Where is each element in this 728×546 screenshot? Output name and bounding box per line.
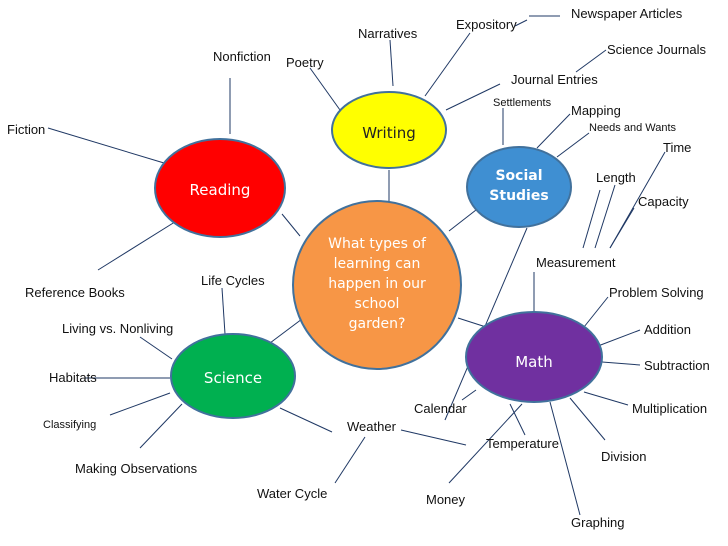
center-node-shape xyxy=(292,200,462,370)
label-narratives: Narratives xyxy=(358,26,418,41)
connector-line xyxy=(389,39,394,87)
connector-line xyxy=(109,392,171,416)
center-line-5: garden? xyxy=(348,316,406,332)
math-node-shape xyxy=(465,311,603,403)
label-needs-and-wants: Needs and Wants xyxy=(589,122,677,134)
connector-line xyxy=(309,67,341,111)
connector-line xyxy=(556,132,590,158)
connector-line xyxy=(97,219,179,271)
math-title: Math xyxy=(515,353,553,371)
reading-node-shape xyxy=(154,138,286,238)
connector-line xyxy=(448,209,477,232)
connector-line xyxy=(597,329,641,347)
science-node-shape xyxy=(170,333,296,419)
label-expository: Expository xyxy=(456,17,517,32)
center-line-3: happen in our xyxy=(328,276,426,292)
reading-title: Reading xyxy=(189,181,251,199)
label-division: Division xyxy=(601,449,647,464)
connector-lines xyxy=(47,15,666,516)
connector-line xyxy=(448,403,523,484)
connector-line xyxy=(334,436,366,484)
label-capacity: Capacity xyxy=(638,194,689,209)
label-length: Length xyxy=(596,170,636,185)
label-multiplication: Multiplication xyxy=(632,401,708,416)
connector-line xyxy=(583,391,629,406)
label-temperature: Temperature xyxy=(486,436,559,451)
connector-line xyxy=(549,401,581,516)
label-weather: Weather xyxy=(347,419,396,434)
label-money: Money xyxy=(426,492,466,507)
connector-line xyxy=(461,389,477,401)
social-node-shape xyxy=(466,146,572,228)
social-title-line-2: Studies xyxy=(489,188,549,204)
label-water-cycle: Water Cycle xyxy=(257,486,328,501)
label-journal-entries: Journal Entries xyxy=(511,72,598,87)
writing-node-shape xyxy=(331,91,447,169)
label-reference-books: Reference Books xyxy=(25,285,125,300)
label-living-vs-nonliving: Living vs. Nonliving xyxy=(62,321,174,336)
label-settlements: Settlements xyxy=(493,97,552,109)
connector-line xyxy=(582,189,601,249)
connector-line xyxy=(281,213,301,237)
social-studies-title: Social Studies xyxy=(469,166,569,206)
connector-line xyxy=(601,361,641,366)
connector-line xyxy=(221,287,226,335)
label-graphing: Graphing xyxy=(571,515,625,530)
connector-line xyxy=(575,49,607,73)
connector-line xyxy=(424,32,471,97)
connector-line xyxy=(269,318,303,344)
center-line-4: school xyxy=(354,296,400,312)
connector-line xyxy=(457,317,487,328)
writing-title: Writing xyxy=(362,124,416,142)
connector-line xyxy=(569,397,606,441)
label-newspaper-articles: Newspaper Articles xyxy=(571,6,683,21)
label-poetry: Poetry xyxy=(286,55,324,70)
label-time: Time xyxy=(663,140,692,155)
label-science-journals: Science Journals xyxy=(607,42,706,57)
label-nonfiction: Nonfiction xyxy=(213,49,271,64)
label-making-observations: Making Observations xyxy=(75,461,198,476)
label-classifying: Classifying xyxy=(43,419,97,431)
label-life-cycles: Life Cycles xyxy=(201,273,265,288)
connector-line xyxy=(47,127,165,164)
label-problem-solving: Problem Solving xyxy=(609,285,704,300)
label-measurement: Measurement xyxy=(536,255,616,270)
connector-line xyxy=(594,184,616,249)
connector-line xyxy=(609,207,635,249)
center-line-2: learning can xyxy=(333,256,421,272)
connector-line xyxy=(509,403,526,436)
label-addition: Addition xyxy=(644,322,691,337)
connector-line xyxy=(514,19,528,27)
label-fiction: Fiction xyxy=(7,122,46,137)
connector-line xyxy=(400,429,467,446)
connector-line xyxy=(445,83,501,111)
label-habitats: Habitats xyxy=(49,370,97,385)
science-title: Science xyxy=(203,369,263,387)
label-subtraction: Subtraction xyxy=(644,358,710,373)
social-title-line-1: Social xyxy=(495,168,543,184)
connector-line xyxy=(536,113,571,149)
connector-line xyxy=(139,403,183,449)
label-calendar: Calendar xyxy=(414,401,467,416)
center-line-1: What types of xyxy=(328,236,426,252)
connector-line xyxy=(139,336,173,360)
center-question: What types of learning can happen in our… xyxy=(307,234,447,334)
label-mapping: Mapping xyxy=(571,103,621,118)
connector-line xyxy=(279,407,333,433)
